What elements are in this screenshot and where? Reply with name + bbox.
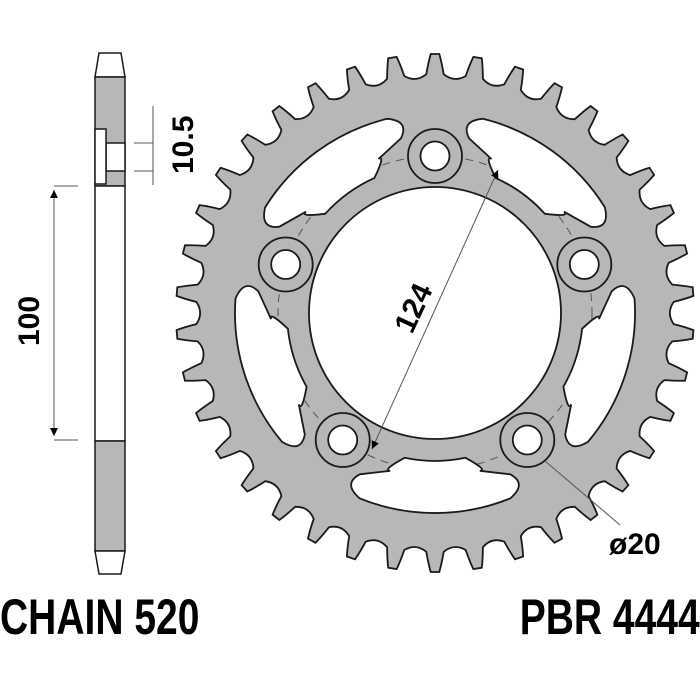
lightening-cutouts <box>234 117 636 514</box>
cutout <box>465 117 607 228</box>
part-number-label: PBR 4444 <box>520 589 700 645</box>
center-bore <box>308 186 562 440</box>
bolt-circle <box>277 155 593 471</box>
side-view-notch-inner <box>105 142 126 172</box>
cutout <box>350 456 520 514</box>
side-view-lower-section <box>94 440 126 552</box>
cutout <box>234 285 308 448</box>
bolt-hole <box>511 424 543 456</box>
chain-size-label: CHAIN 520 <box>0 589 200 645</box>
side-view-notch-outer <box>94 128 107 185</box>
sprocket-front-view <box>175 53 695 573</box>
side-view <box>94 52 126 575</box>
height-label: 100 <box>13 296 46 346</box>
side-view-bottom-cap <box>94 550 126 575</box>
bolt-hole <box>568 249 600 280</box>
cutout <box>562 285 636 448</box>
bore-dimension-line <box>371 169 499 450</box>
bolt-hole-leader-line <box>544 460 621 526</box>
thickness-dimension <box>134 106 154 185</box>
bolt-hole <box>270 249 302 280</box>
bolt-hole <box>419 140 451 172</box>
cutout <box>263 117 405 228</box>
bolt-hole <box>327 424 359 456</box>
bolt-hole-label: ø20 <box>609 528 661 561</box>
side-view-hub-section <box>94 185 126 442</box>
bolt-holes <box>257 128 613 468</box>
side-view-top-cap <box>94 52 126 78</box>
thickness-label: 10.5 <box>167 116 200 174</box>
height-dimension <box>50 185 78 441</box>
